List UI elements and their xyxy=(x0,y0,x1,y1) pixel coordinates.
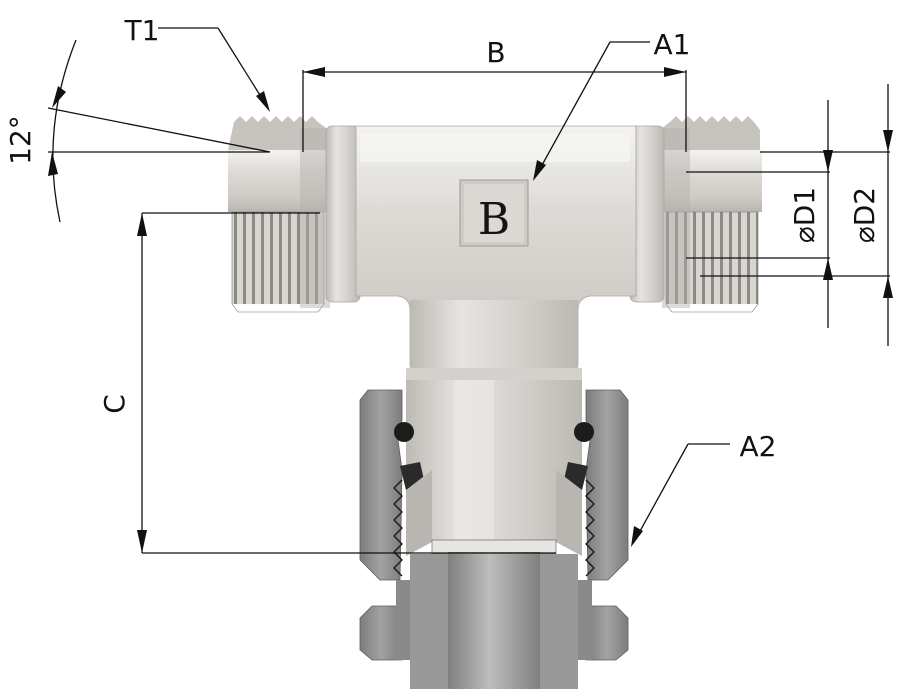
d1-label: ⌀D1 xyxy=(788,187,821,243)
dim-d2: ⌀D2 xyxy=(700,84,893,346)
left-port xyxy=(228,116,330,313)
dim-b-label: B xyxy=(486,36,505,69)
dim-c: C xyxy=(98,212,556,554)
c-label: C xyxy=(98,394,131,414)
dim-b: B xyxy=(302,36,687,152)
d2-label: ⌀D2 xyxy=(848,187,881,243)
stamp-letter: B xyxy=(478,194,510,245)
leader-t1: T1 xyxy=(124,14,270,112)
o-ring-right xyxy=(574,422,594,442)
tee-body: B xyxy=(325,125,665,370)
dim-d1: ⌀D1 xyxy=(686,100,833,328)
angle-label: 12° xyxy=(4,115,37,165)
right-port xyxy=(662,116,762,313)
a2-label: A2 xyxy=(740,430,777,463)
leader-a2: A2 xyxy=(631,430,776,547)
o-ring-left xyxy=(394,422,414,442)
leader-a1: A1 xyxy=(533,28,690,181)
t1-label: T1 xyxy=(124,14,160,47)
bottom-nut-assembly xyxy=(359,368,629,689)
a1-label: A1 xyxy=(654,28,691,61)
dim-angle: 12° xyxy=(4,39,271,223)
